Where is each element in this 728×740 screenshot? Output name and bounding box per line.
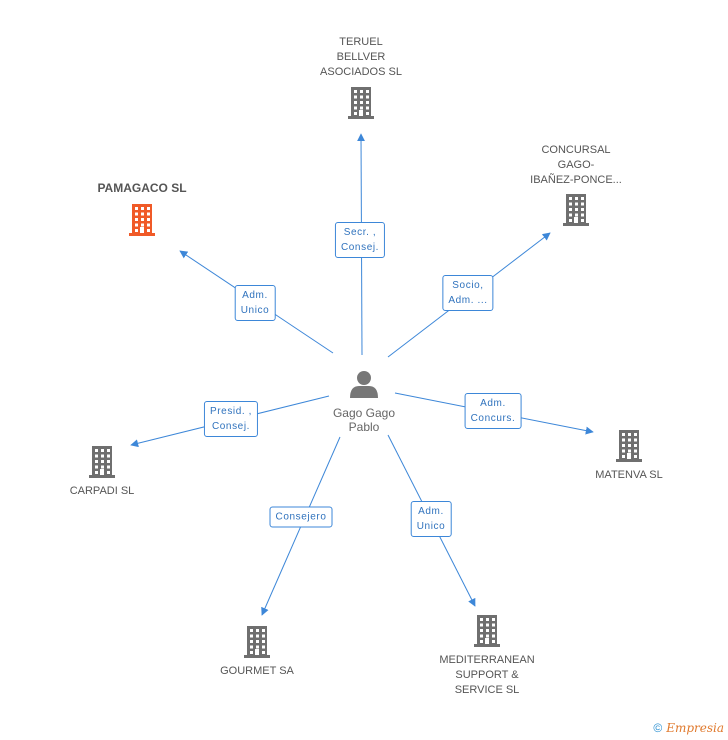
edge-label-teruel[interactable]: Secr. , Consej. [334,222,386,258]
building-icon-teruel[interactable] [348,87,374,119]
company-label-carpadi[interactable]: CARPADI SL [69,485,135,497]
building-icon-mediterranean[interactable] [474,615,500,647]
edge-label-matenva[interactable]: Adm. Concurs. [464,393,522,429]
edge-label-concursal[interactable]: Socio, Adm. ... [442,275,494,311]
company-label-pamagaco[interactable]: PAMAGACO SL [97,181,187,195]
person-name[interactable]: Gago Gago Pablo [332,406,396,434]
brand-logo: Empresia [666,721,724,735]
building-icon-carpadi[interactable] [89,446,115,478]
building-icon-matenva[interactable] [616,430,642,462]
building-icon-pamagaco[interactable] [129,204,155,236]
edge-label-mediterranean[interactable]: Adm. Unico [410,501,452,537]
company-label-concursal[interactable]: CONCURSAL GAGO- IBAÑEZ-PONCE... [530,144,622,186]
company-label-gourmet[interactable]: GOURMET SA [220,665,294,677]
edge-label-gourmet[interactable]: Consejero [269,506,333,528]
copyright-symbol: © [653,721,663,735]
building-icon-concursal[interactable] [563,194,589,226]
building-icon-gourmet[interactable] [244,626,270,658]
company-label-mediterranean[interactable]: MEDITERRANEAN SUPPORT & SERVICE SL [439,654,535,696]
person-icon[interactable] [350,371,378,398]
company-label-teruel[interactable]: TERUEL BELLVER ASOCIADOS SL [320,36,402,78]
edge-label-carpadi[interactable]: Presid. , Consej. [203,401,259,437]
company-label-matenva[interactable]: MATENVA SL [595,469,663,481]
edge-label-pamagaco[interactable]: Adm. Unico [234,285,276,321]
footer-brand[interactable]: ©Empresia [653,721,724,735]
